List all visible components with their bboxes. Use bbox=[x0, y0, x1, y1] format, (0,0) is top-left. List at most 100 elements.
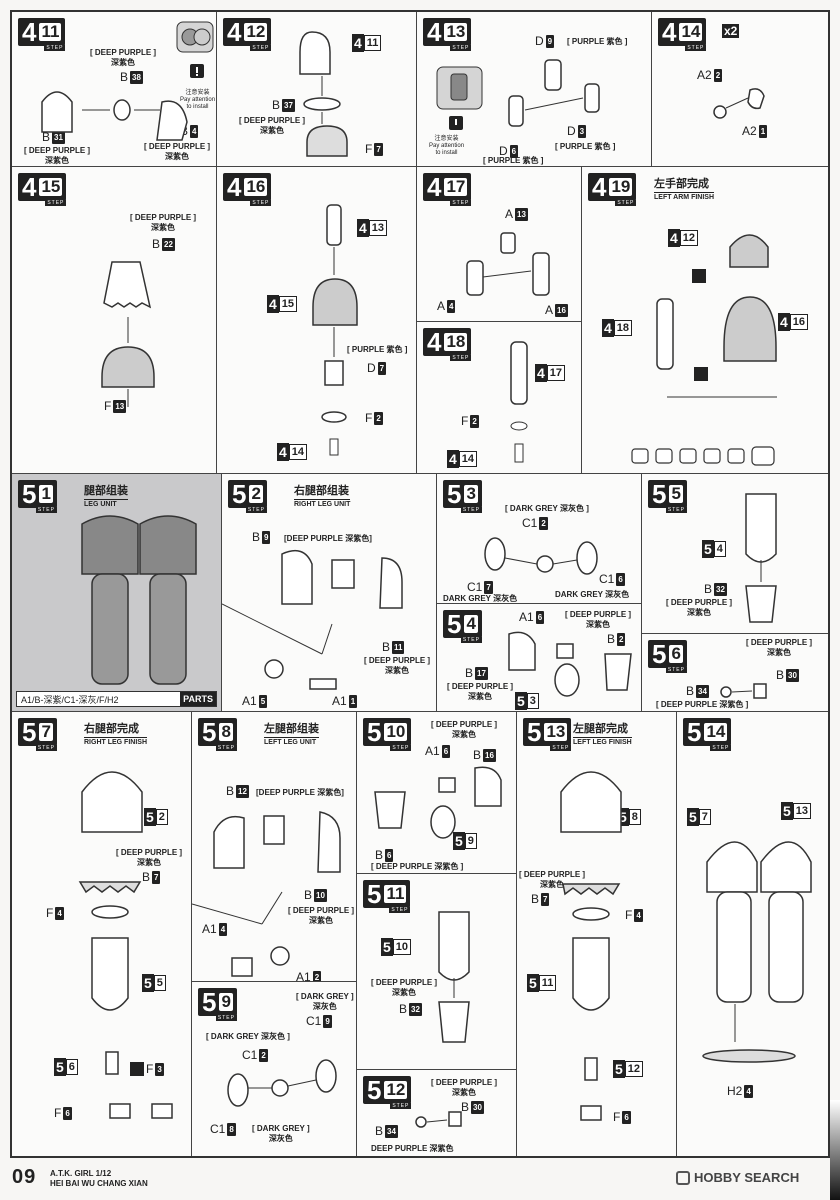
color-label: [ PURPLE 紫色 ] bbox=[347, 345, 408, 354]
step-illustration bbox=[101, 261, 155, 407]
color-label: [ DEEP PURPLE 深紫色 ] bbox=[656, 700, 749, 709]
edge-gradient-bar bbox=[830, 1100, 840, 1200]
color-label: DARK GREY 深灰色 bbox=[443, 594, 518, 603]
step-illustration bbox=[713, 88, 765, 119]
color-label: [ DEEP PURPLE ]深紫色 bbox=[431, 720, 498, 739]
page-number: 09 bbox=[12, 1166, 37, 1188]
color-label: [ PURPLE 紫色 ] bbox=[483, 156, 544, 165]
color-label: [ DEEP PURPLE ]深紫色 bbox=[90, 48, 157, 67]
step-illustration bbox=[510, 341, 528, 463]
color-label: [ DEEP PURPLE ]深紫色 bbox=[239, 116, 306, 135]
color-label: [ DEEP PURPLE ]深紫色 bbox=[746, 638, 813, 657]
color-label: [DEEP PURPLE 深紫色] bbox=[284, 534, 372, 543]
step-illustration bbox=[466, 232, 550, 296]
step-illustration bbox=[222, 549, 403, 690]
step-illustration bbox=[508, 631, 632, 697]
step-illustration bbox=[745, 493, 777, 623]
color-label: [ DEEP PURPLE ]深紫色 bbox=[565, 610, 632, 629]
color-label: DARK GREY 深灰色 bbox=[555, 590, 630, 599]
watermark: HOBBY SEARCH bbox=[676, 1170, 799, 1185]
color-label: [ DARK GREY 深灰色 ] bbox=[505, 504, 589, 513]
color-label: [ DEEP PURPLE ]深紫色 bbox=[288, 906, 355, 925]
step-illustration bbox=[484, 537, 598, 575]
multiplier: x2 bbox=[722, 24, 740, 38]
color-label: [ DARK GREY ]深灰色 bbox=[252, 1124, 310, 1143]
step-illustration bbox=[227, 1059, 337, 1107]
step-illustration bbox=[41, 21, 214, 141]
step-illustration bbox=[436, 59, 600, 130]
color-label: [ DEEP PURPLE ]深紫色 bbox=[364, 656, 431, 675]
color-label: [ DEEP PURPLE ]深紫色 bbox=[130, 213, 197, 232]
step-illustration bbox=[192, 811, 341, 977]
